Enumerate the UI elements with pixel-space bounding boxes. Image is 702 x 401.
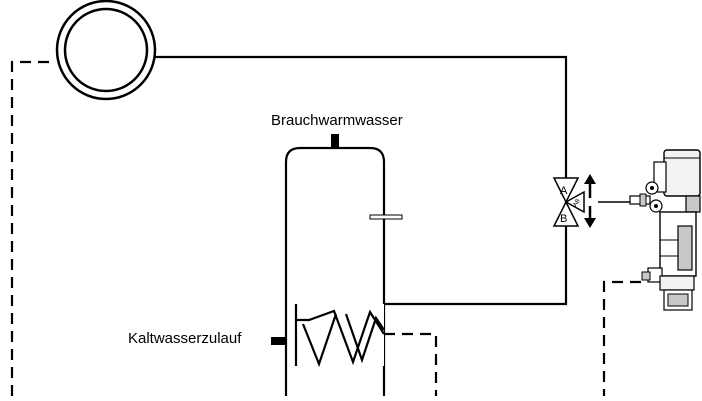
- valve-port-ab: AB: [573, 198, 582, 208]
- supply-line: [155, 55, 568, 178]
- cold-water-inlet-label: Kaltwasserzulauf: [128, 330, 242, 347]
- three-way-valve-icon: A B AB: [552, 177, 585, 227]
- valve-actuator-icon: [629, 149, 701, 311]
- valve-port-b: B: [560, 213, 567, 225]
- actuator-signal-line: [602, 280, 641, 396]
- return-line-left: [10, 60, 55, 396]
- coil-supply-line: [296, 226, 568, 306]
- flow-arrows-icon: [584, 174, 638, 228]
- boiler-icon: [55, 0, 157, 101]
- valve-port-a: A: [560, 185, 568, 197]
- coil-return-line: [384, 332, 438, 396]
- heat-exchanger-icon: [294, 304, 385, 368]
- hot-water-label: Brauchwarmwasser: [271, 112, 403, 129]
